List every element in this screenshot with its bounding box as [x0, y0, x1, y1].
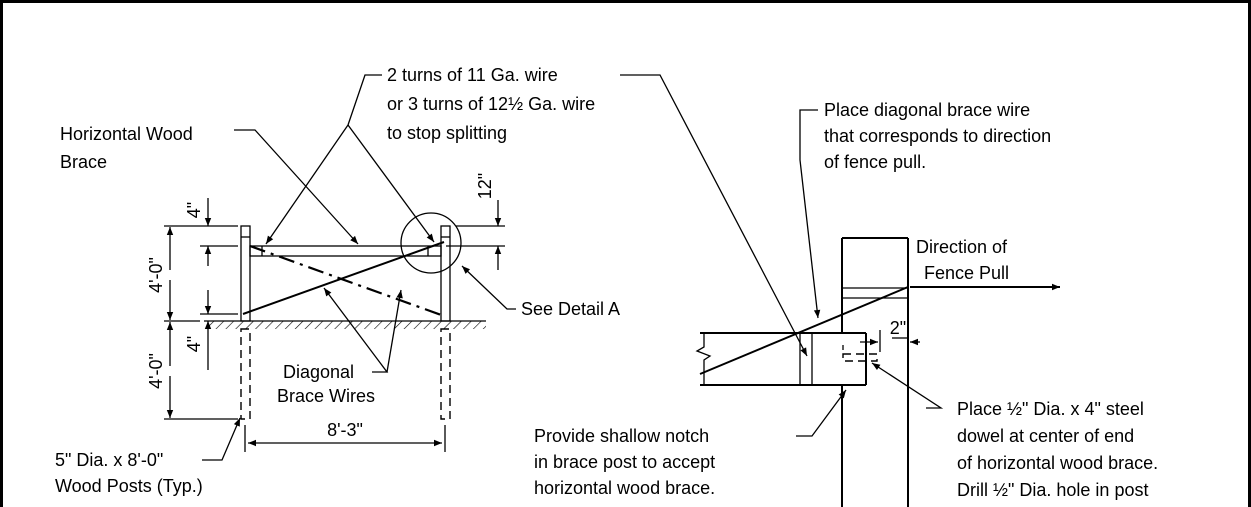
annotation-text: 2 turns of 11 Ga. wire or 3 turns of 12½…	[55, 65, 1158, 500]
right-leaders	[620, 74, 944, 437]
dim-post-spacing: 8'-3"	[327, 420, 363, 440]
dim-detail-12in: 12"	[475, 173, 495, 199]
posts-text-2: Wood Posts (Typ.)	[55, 476, 203, 496]
notch-text-1: Provide shallow notch	[534, 426, 709, 446]
detail-a-circle	[400, 212, 462, 274]
dowel-text-1: Place ½" Dia. x 4" steel	[957, 399, 1144, 419]
dim-dowel-2in: 2"	[890, 318, 906, 338]
direction-text-1: Direction of	[916, 237, 1008, 257]
wire-turns-text-1: 2 turns of 11 Ga. wire	[387, 65, 558, 85]
place-diagonal-text-2: that corresponds to direction	[824, 126, 1051, 146]
diagonal-wires-text-1: Diagonal	[283, 362, 354, 382]
place-diagonal-text-3: of fence pull.	[824, 152, 926, 172]
diagonal-brace-wire-alt	[249, 244, 445, 318]
diagonal-wires-text-2: Brace Wires	[277, 386, 375, 406]
left-post	[240, 225, 251, 322]
right-post	[440, 225, 451, 322]
left-dimensions	[164, 198, 505, 452]
right-post-buried	[440, 328, 451, 420]
direction-text-2: Fence Pull	[924, 263, 1009, 283]
diagonal-brace-wire-solid	[242, 241, 445, 315]
left-post-buried	[240, 328, 251, 420]
horizontal-brace-text-1: Horizontal Wood	[60, 124, 193, 144]
ground-hatch	[204, 321, 486, 329]
horizontal-wood-brace	[249, 245, 442, 257]
dim-ground-4in: 4"	[184, 336, 204, 352]
dowel-text-2: dowel at center of end	[957, 426, 1134, 446]
steel-dowel	[842, 353, 878, 362]
brace-assembly-elevation	[204, 212, 486, 420]
detail-brace-wire	[699, 286, 909, 375]
posts-text-1: 5" Dia. x 8'-0"	[55, 450, 163, 470]
horizontal-brace-text-2: Brace	[60, 152, 107, 172]
dim-above-ground: 4'-0"	[146, 257, 166, 293]
notch-text-2: in brace post to accept	[534, 452, 715, 472]
dowel-text-3: of horizontal wood brace.	[957, 453, 1158, 473]
left-leaders	[202, 74, 516, 461]
detail-a	[695, 237, 1060, 507]
see-detail-text: See Detail A	[521, 299, 620, 319]
dowel-text-4: Drill ½" Dia. hole in post	[957, 480, 1148, 500]
wire-turns-text-2: or 3 turns of 12½ Ga. wire	[387, 94, 595, 114]
dim-top-4in: 4"	[184, 202, 204, 218]
dim-below-ground: 4'-0"	[146, 353, 166, 389]
wire-turns-text-3: to stop splitting	[387, 123, 507, 143]
place-diagonal-text-1: Place diagonal brace wire	[824, 100, 1030, 120]
notch-text-3: horizontal wood brace.	[534, 478, 715, 498]
